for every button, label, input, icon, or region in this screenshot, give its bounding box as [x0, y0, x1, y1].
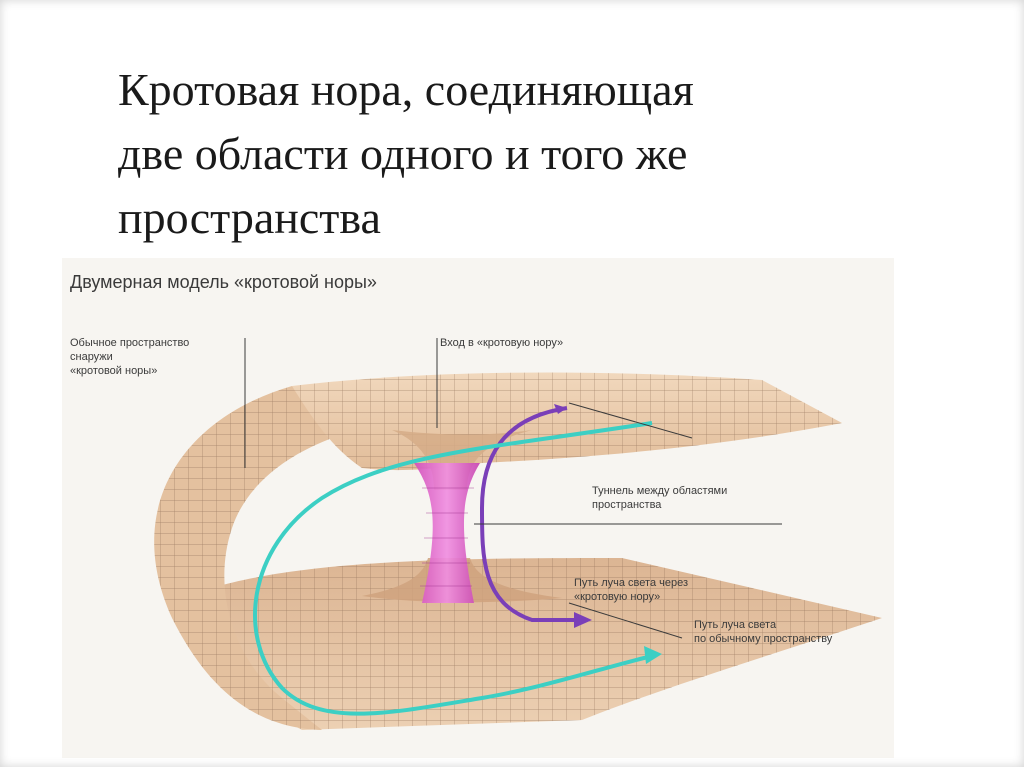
wormhole-illustration [154, 338, 882, 730]
label-light-normal-line-1: Путь луча света [694, 619, 777, 631]
light-path-normal [253, 421, 653, 716]
label-tunnel-line-2: пространства [592, 499, 662, 511]
light-path-wormhole [479, 406, 582, 622]
label-outside-space-line-1: Обычное пространство [70, 337, 190, 349]
figure-title: Двумерная модель «кротовой норы» [70, 272, 377, 292]
label-outside-space: Обычное пространство снаружи «кротовой н… [70, 336, 189, 378]
wormhole-tunnel [414, 463, 480, 603]
label-light-wormhole: Путь луча света через «кротовую нору» [574, 576, 688, 604]
label-outside-space-line-3: «кротовой норы» [70, 365, 158, 377]
label-light-normal: Путь луча света по обычному пространству [694, 618, 832, 646]
slide-title-line-3: пространства [118, 192, 381, 243]
slide-title-line-2: две области одного и того же [118, 128, 688, 179]
slide-title-line-1: Кротовая нора, соединяющая [118, 64, 694, 115]
wormhole-diagram: Двумерная модель «кротовой норы» Обычное… [62, 258, 894, 758]
label-tunnel: Туннель между областями пространства [592, 484, 727, 512]
label-entrance: Вход в «кротовую нору» [440, 337, 564, 349]
label-light-wormhole-line-1: Путь луча света через [574, 577, 689, 589]
purple-arrowhead [574, 612, 592, 628]
label-tunnel-line-1: Туннель между областями [592, 485, 728, 497]
label-light-normal-line-2: по обычному пространству [694, 633, 833, 645]
label-light-wormhole-line-2: «кротовую нору» [574, 591, 661, 603]
slide-title: Кротовая нора, соединяющая две области о… [118, 58, 878, 250]
label-outside-space-line-2: снаружи [70, 351, 113, 363]
cyan-arrowhead [644, 646, 662, 664]
